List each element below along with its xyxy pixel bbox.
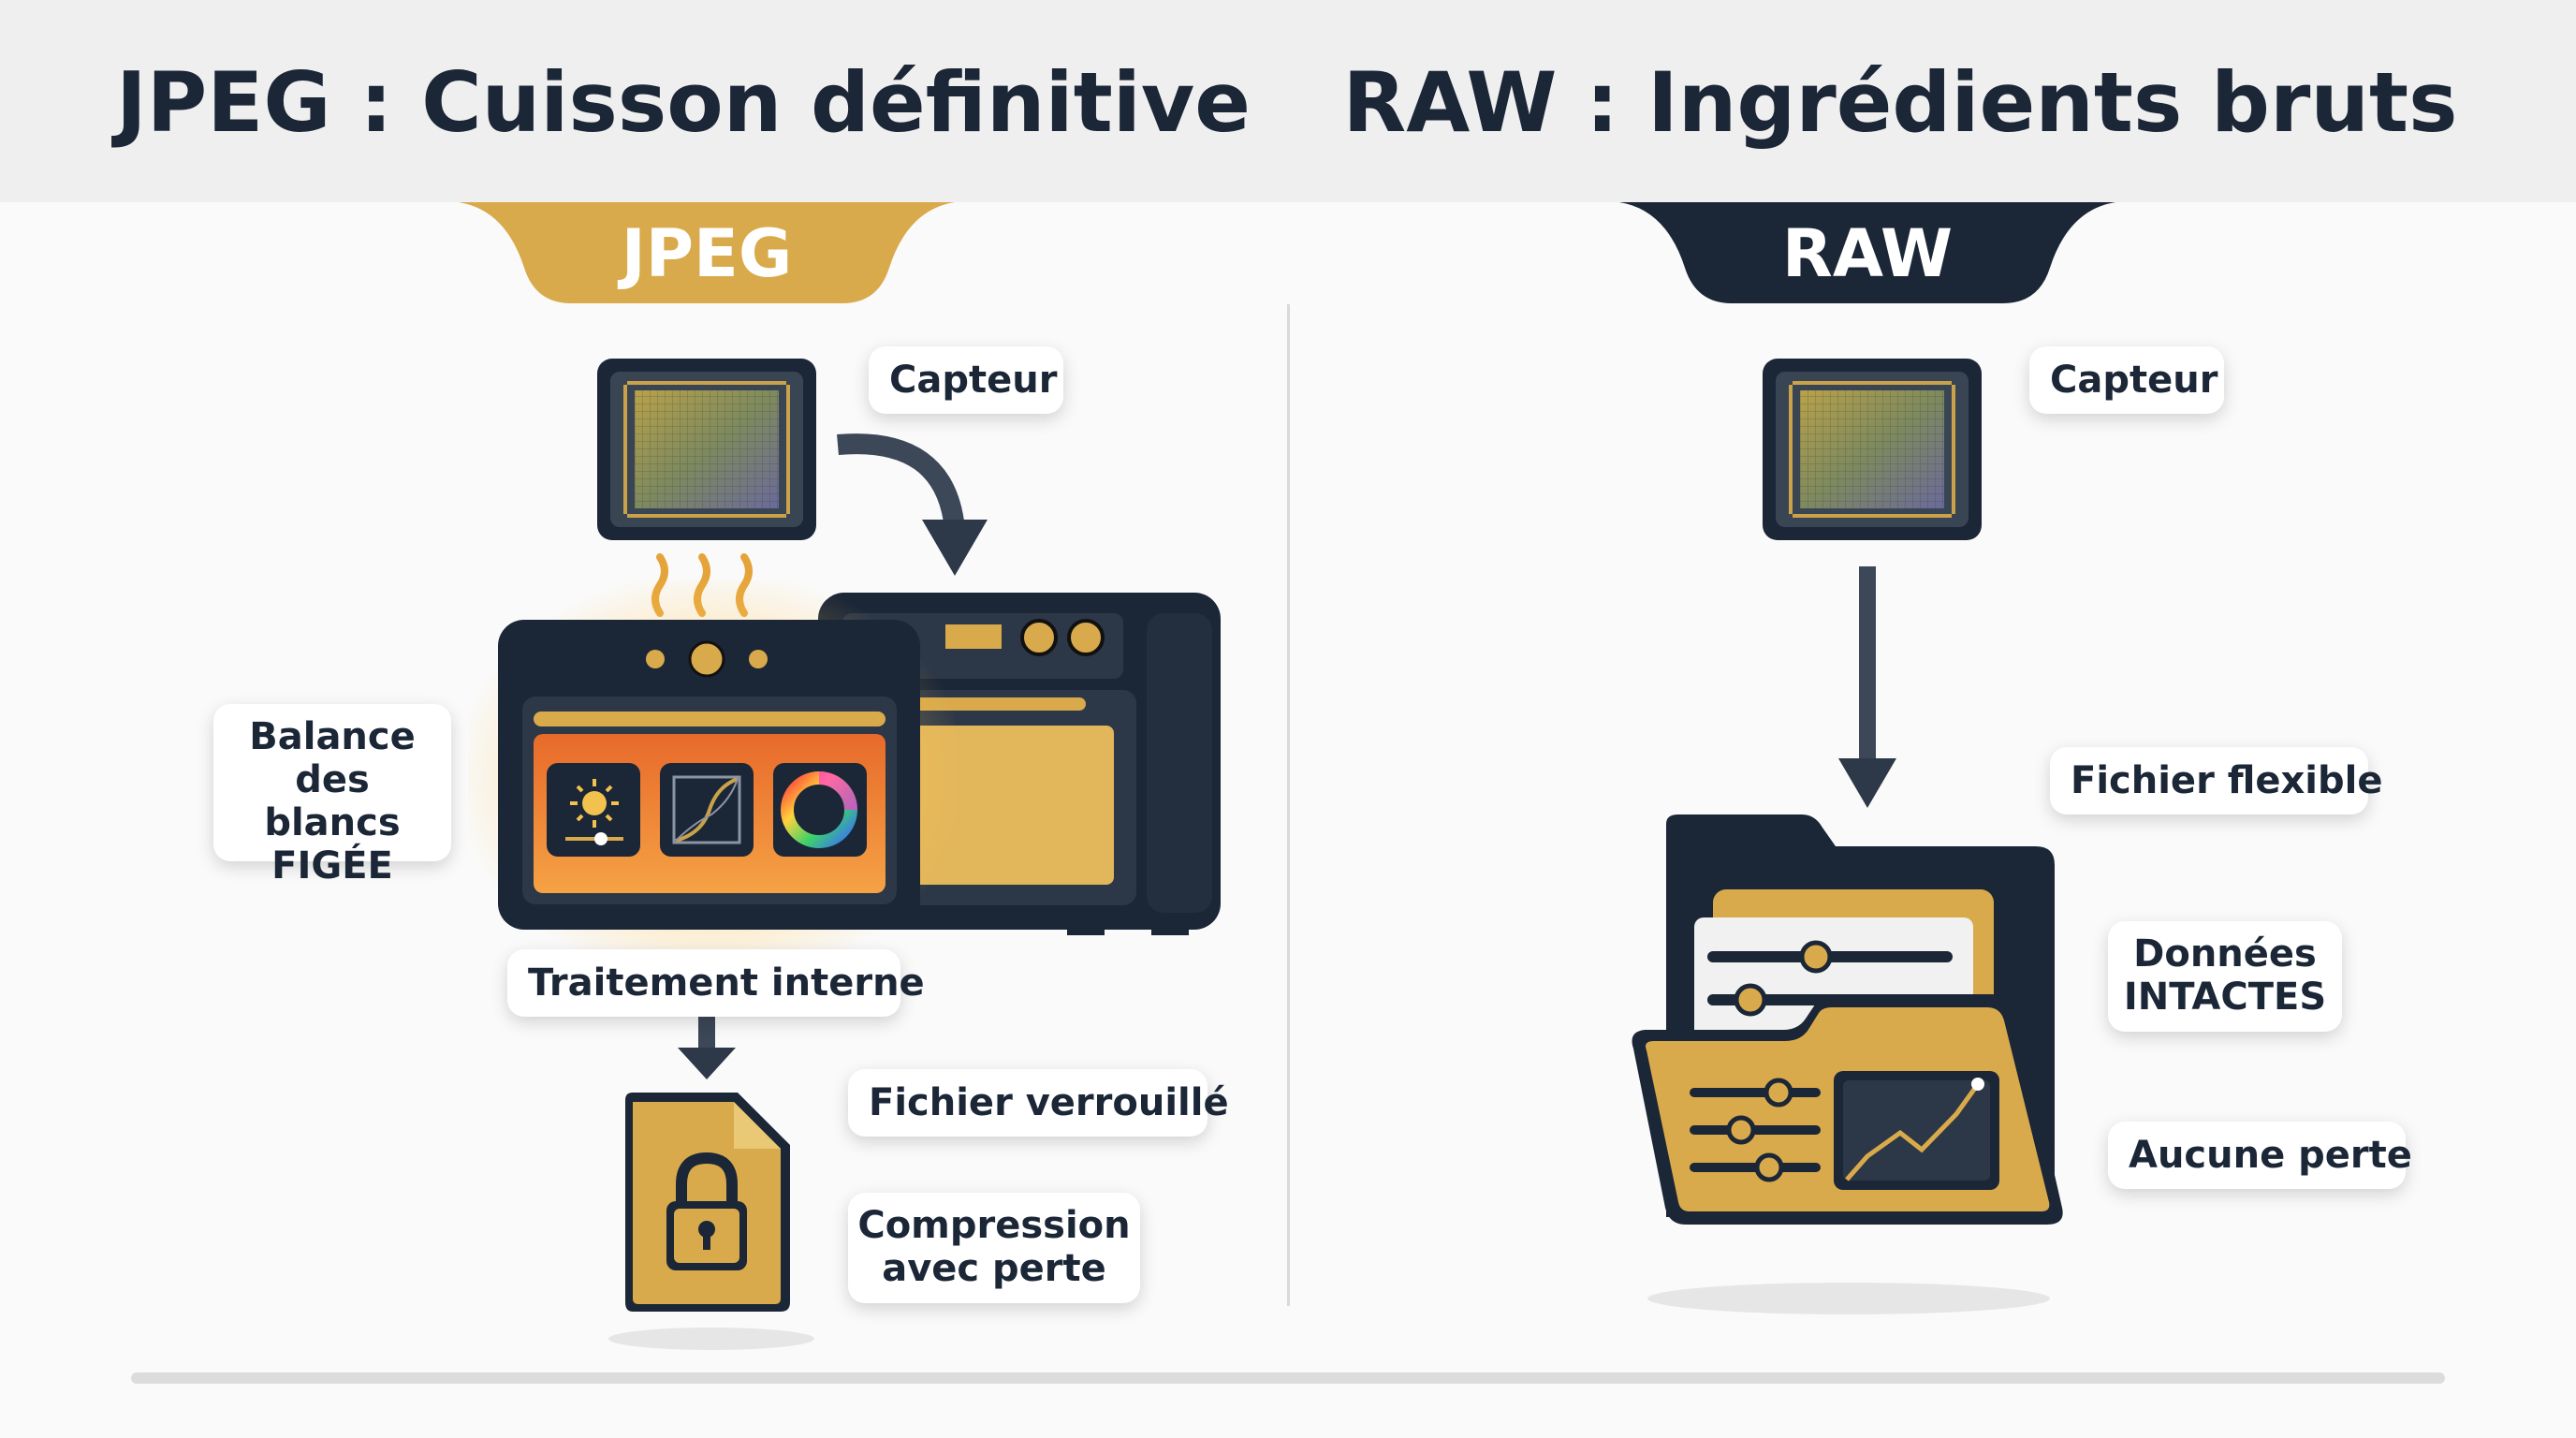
callout-compression: Compression avec perte — [848, 1193, 1140, 1303]
jpeg-sensor-chip-icon — [597, 359, 816, 540]
banner-jpeg: JPEG — [459, 202, 955, 305]
curve-icon — [672, 775, 741, 844]
callout-donnees-intactes: Données INTACTES — [2108, 921, 2342, 1032]
callout-capteur-raw-label: Capteur — [2050, 359, 2218, 402]
raw-arrow-down-icon — [1838, 566, 1896, 808]
white-balance-line3: FIGÉE — [271, 844, 393, 888]
column-divider — [1287, 304, 1290, 1306]
chart-icon — [1834, 1071, 1999, 1190]
title-jpeg: JPEG : Cuisson définitive — [116, 54, 1251, 151]
donnees-line1: Données — [2133, 932, 2317, 976]
callout-verrouille-label: Fichier verrouillé — [869, 1081, 1229, 1124]
white-balance-line2: des blancs — [264, 758, 401, 844]
compression-line2: avec perte — [882, 1247, 1106, 1290]
sliders-icon — [1690, 1078, 1821, 1182]
callout-aucune-perte: Aucune perte — [2108, 1122, 2412, 1189]
callout-aucune-perte-label: Aucune perte — [2129, 1134, 2412, 1177]
shadow — [1647, 1283, 2050, 1314]
callout-capteur-raw: Capteur — [2029, 346, 2224, 414]
callout-fichier-verrouille: Fichier verrouillé — [848, 1069, 1229, 1137]
callout-white-balance: Balance des blancs FIGÉE — [213, 704, 451, 888]
jpeg-curved-arrow-icon — [837, 433, 988, 576]
shadow — [608, 1328, 814, 1350]
callout-fichier-flexible: Fichier flexible — [2050, 747, 2382, 814]
sun-icon — [565, 779, 623, 845]
bottom-rule — [131, 1372, 2445, 1384]
callout-flexible-label: Fichier flexible — [2071, 759, 2383, 802]
white-balance-line1: Balance — [249, 715, 416, 758]
banner-raw: RAW — [1619, 202, 2115, 305]
callout-capteur-jpeg: Capteur — [869, 346, 1063, 414]
compression-line1: Compression — [857, 1204, 1131, 1247]
banner-jpeg-label: JPEG — [621, 215, 793, 292]
jpeg-arrow-down-icon — [678, 1016, 736, 1079]
callout-capteur-jpeg-label: Capteur — [889, 359, 1058, 402]
banner-raw-label: RAW — [1781, 215, 1954, 292]
locked-file-icon — [625, 1093, 790, 1312]
color-wheel-icon — [781, 771, 857, 848]
callout-traitement-interne: Traitement interne — [507, 949, 925, 1017]
header-band — [0, 0, 2576, 202]
raw-sensor-chip-icon — [1763, 359, 1982, 540]
donnees-line2: INTACTES — [2123, 976, 2327, 1019]
title-raw: RAW : Ingrédients bruts — [1342, 54, 2458, 151]
callout-traitement-label: Traitement interne — [528, 961, 925, 1005]
